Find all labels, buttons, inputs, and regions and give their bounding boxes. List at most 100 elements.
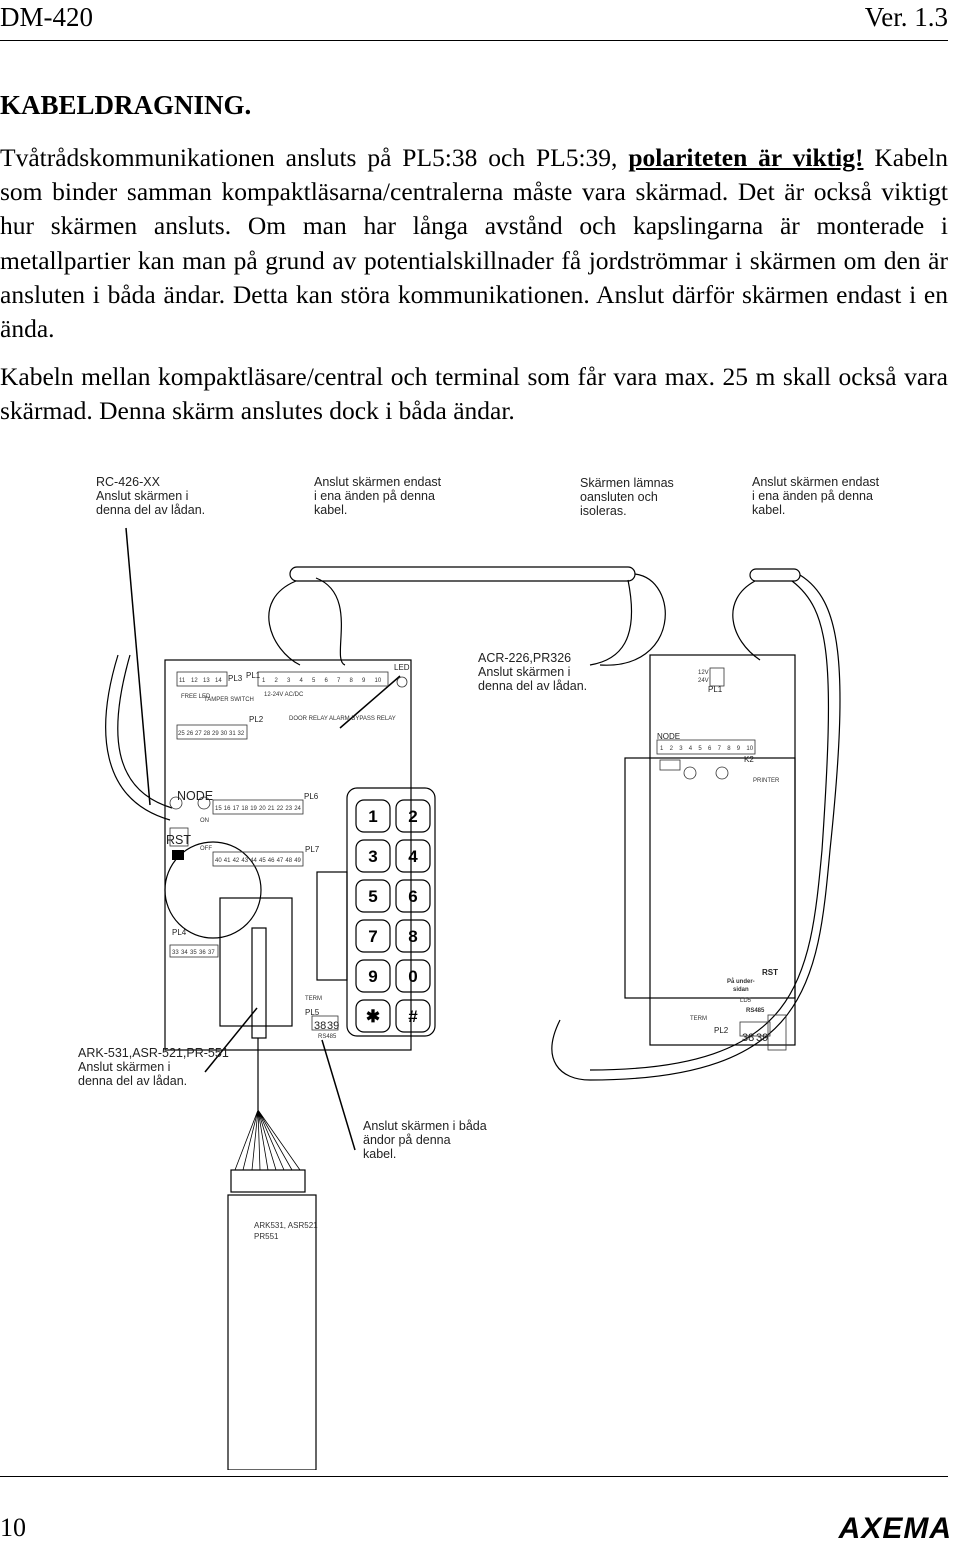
note-both-ends-2: ändor på denna — [363, 1133, 451, 1147]
axema-logo: AXEMA — [838, 1512, 952, 1545]
pl6-terminal-20: 20 — [259, 806, 266, 812]
note-one-end-a-3: kabel. — [314, 503, 347, 517]
keypad-key-frame — [355, 919, 391, 953]
pl2-terminal-31: 31 — [229, 731, 236, 737]
pl7-terminal-46: 46 — [268, 858, 275, 864]
keypad-key-label: 4 — [408, 847, 418, 866]
pl1-terminal-7: 7 — [337, 678, 341, 684]
reader-model-1: ARK531, ASR521 — [254, 1221, 318, 1230]
paragraph-wiring: Tvåtrådskommunikationen ansluts på PL5:3… — [0, 141, 948, 346]
pl6-terminal-23: 23 — [285, 806, 292, 812]
keypad-key-label: 6 — [408, 887, 417, 906]
note-ark-2: Anslut skärmen i — [78, 1060, 170, 1074]
label-right-node: NODE — [657, 732, 680, 741]
keypad-key-frame — [395, 799, 431, 833]
reader-model-2: PR551 — [254, 1232, 279, 1241]
label-rst: RST — [166, 833, 191, 847]
note-rc426-2: Anslut skärmen i — [96, 489, 188, 503]
pl6-terminal-22: 22 — [277, 806, 284, 812]
note-both-ends-1: Anslut skärmen i båda — [363, 1119, 487, 1133]
page-number: 10 — [0, 1513, 26, 1542]
keypad-key-frame — [395, 999, 431, 1033]
label-right-rs485: RS485 — [746, 1008, 765, 1014]
keypad-key-frame — [355, 879, 391, 913]
pl4-terminal-34: 34 — [181, 950, 188, 956]
right-pl1-terminal-7: 7 — [718, 746, 722, 752]
label-term: TERM — [305, 996, 322, 1002]
note-one-end-a-2: i ena änden på denna — [314, 489, 435, 503]
note-ark-1: ARK-531,ASR-521,PR-551 — [78, 1046, 229, 1060]
label-right-rst: RST — [762, 968, 778, 977]
label-right-pl1: PL1 — [708, 685, 723, 694]
pl7-terminal-49: 49 — [294, 858, 301, 864]
pl6-terminal-16: 16 — [224, 806, 231, 812]
pl7-terminal-41: 41 — [224, 858, 231, 864]
keypad-key-label: 3 — [368, 847, 377, 866]
pl3-terminal-14: 14 — [215, 678, 222, 684]
right-pl1-terminal-2: 2 — [670, 746, 674, 752]
note-one-end-a-1: Anslut skärmen endast — [314, 475, 442, 489]
pl1-terminal-2: 2 — [275, 678, 279, 684]
pl7-terminal-40: 40 — [215, 858, 222, 864]
label-alarm-relay: ALARM BYPASS RELAY — [329, 716, 396, 722]
pl1-terminal-5: 5 — [312, 678, 316, 684]
label-right-pl2: PL2 — [714, 1026, 729, 1035]
keypad-key-frame — [355, 999, 391, 1033]
paragraph-wiring-start: Tvåtrådskommunikationen ansluts på PL5:3… — [0, 143, 629, 172]
keypad-key-frame — [355, 959, 391, 993]
keypad-key-frame — [395, 959, 431, 993]
note-left-open-1: Skärmen lämnas — [580, 476, 674, 490]
label-pl2: PL2 — [249, 715, 264, 724]
keypad-key-label: 7 — [368, 927, 377, 946]
pl3-terminal-11: 11 — [179, 678, 186, 684]
pl1-terminal-9: 9 — [362, 678, 366, 684]
pl1-terminal-1: 1 — [262, 678, 266, 684]
header-doc-id: DM-420 — [0, 2, 93, 32]
note-acr-3: denna del av lådan. — [478, 679, 587, 693]
pl3-terminal-12: 12 — [191, 678, 198, 684]
keypad-key-frame — [395, 919, 431, 953]
label-door-relay: DOOR RELAY — [289, 716, 328, 722]
label-pl5: PL5 — [305, 1008, 320, 1017]
pl6-terminal-17: 17 — [233, 806, 240, 812]
paragraph-wiring-rest: Kabeln som binder samman kompaktläsarna/… — [0, 143, 948, 344]
pl2-terminal-26: 26 — [187, 731, 194, 737]
note-left-open-2: oansluten och — [580, 490, 658, 504]
pl6-terminal-18: 18 — [241, 806, 248, 812]
label-pa-undersidan-2: sidan — [733, 987, 749, 993]
right-pl1-terminal-10: 10 — [746, 746, 753, 752]
keypad-key-frame — [355, 799, 391, 833]
label-pl3: PL3 — [228, 674, 243, 683]
label-ld5: LD5 — [740, 998, 752, 1004]
pl4-terminal-37: 37 — [208, 950, 215, 956]
label-12v: 12V — [698, 670, 709, 676]
label-pl4: PL4 — [172, 928, 187, 937]
keypad-key-label: 0 — [408, 967, 417, 986]
note-one-end-b-2: i ena änden på denna — [752, 489, 873, 503]
pl6-terminal-19: 19 — [250, 806, 257, 812]
keypad-key-label: 1 — [368, 807, 377, 826]
label-node: NODE — [177, 789, 213, 803]
note-rc426-1: RC-426-XX — [96, 475, 161, 489]
keypad-key-frame — [395, 879, 431, 913]
footer-divider — [0, 1476, 948, 1477]
right-pl1-terminal-3: 3 — [679, 746, 683, 752]
label-k2: K2 — [744, 755, 754, 764]
label-off: OFF — [200, 846, 212, 852]
wiring-diagram: PL3 PL1 PL2 PL4 PL6 PL7 PL5 LED FREE LED… — [78, 475, 880, 1470]
note-one-end-b-3: kabel. — [752, 503, 785, 517]
pl7-terminal-44: 44 — [250, 858, 257, 864]
right-pl1-terminal-8: 8 — [727, 746, 731, 752]
note-ark-3: denna del av lådan. — [78, 1074, 187, 1088]
note-one-end-b-1: Anslut skärmen endast — [752, 475, 880, 489]
pl1-terminal-3: 3 — [287, 678, 291, 684]
pl7-terminal-45: 45 — [259, 858, 266, 864]
note-left-open-3: isoleras. — [580, 504, 627, 518]
terminal-38-left: 38 — [314, 1020, 326, 1032]
keypad-key-label: 9 — [368, 967, 377, 986]
pl7-terminal-42: 42 — [233, 858, 240, 864]
pl2-terminal-27: 27 — [195, 731, 202, 737]
